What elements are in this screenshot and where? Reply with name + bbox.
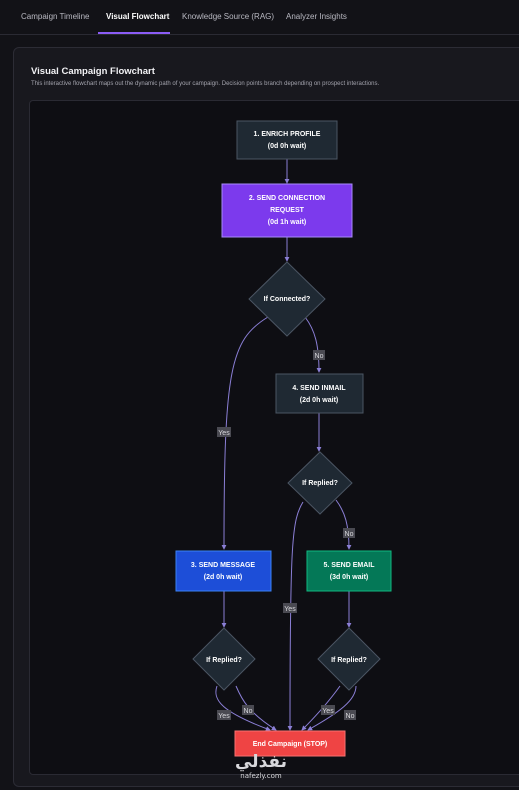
decision-if-replied-message-label: If Replied? <box>206 657 242 664</box>
watermark-logo: نفذلي nafezly.com <box>226 752 296 780</box>
node-end-campaign[interactable]: End Campaign (STOP) <box>234 730 346 757</box>
decision-if-replied-inmail[interactable]: If Replied? <box>287 451 353 515</box>
edge-label-email-no: No <box>344 710 356 720</box>
edge-label-message-yes: Yes <box>217 710 231 720</box>
node-send-connection-title-2: REQUEST <box>270 207 305 214</box>
node-send-connection-box <box>221 183 353 238</box>
edges <box>215 159 357 731</box>
node-end-campaign-box <box>234 730 346 757</box>
node-send-message-title: 3. SEND MESSAGE <box>191 562 256 569</box>
node-enrich-profile-title: 1. ENRICH PROFILE <box>254 131 321 138</box>
edge-label-email-yes-bg <box>321 705 335 715</box>
edge-label-message-no-bg <box>242 705 254 715</box>
edge-label-message-no-text: No <box>244 708 253 715</box>
node-send-message[interactable]: 3. SEND MESSAGE (2d 0h wait) <box>175 550 272 592</box>
edge-label-email-no-bg <box>344 710 356 720</box>
decision-if-replied-inmail-shape <box>287 451 353 515</box>
edge-label-email-no-text: No <box>346 713 355 720</box>
edge-label-inmail-no: No <box>343 528 355 538</box>
node-send-connection-title: 2. SEND CONNECTION <box>249 195 325 202</box>
edge-label-message-no: No <box>242 705 254 715</box>
decision-if-replied-email[interactable]: If Replied? <box>317 627 381 691</box>
node-send-email[interactable]: 5. SEND EMAIL (3d 0h wait) <box>306 550 392 592</box>
card-description: This interactive flowchart maps out the … <box>31 81 380 87</box>
node-end-campaign-label: End Campaign (STOP) <box>253 741 328 748</box>
decision-if-replied-message-shape <box>192 627 256 691</box>
edge-connected-no <box>304 316 322 373</box>
decision-if-connected[interactable]: If Connected? <box>248 261 326 337</box>
edge-label-connected-no-bg <box>313 350 325 360</box>
tab-analyzer-insights[interactable]: Analyzer Insights <box>286 12 347 21</box>
node-send-email-box <box>306 550 392 592</box>
node-send-email-title: 5. SEND EMAIL <box>324 562 376 569</box>
tab-bar: Campaign Timeline Visual Flowchart Knowl… <box>0 0 519 35</box>
edge-message-yes <box>215 685 271 731</box>
edge-label-inmail-yes-bg <box>283 603 297 613</box>
edge-label-connected-yes-bg <box>217 427 231 437</box>
edge-label-connected-yes-text: Yes <box>218 430 230 437</box>
decision-if-replied-inmail-label: If Replied? <box>302 480 338 487</box>
edge-label-inmail-no-text: No <box>345 531 354 538</box>
edge-label-message-yes-text: Yes <box>218 713 230 720</box>
decision-if-connected-shape <box>248 261 326 337</box>
decision-if-replied-message[interactable]: If Replied? <box>192 627 256 691</box>
decision-if-replied-email-shape <box>317 627 381 691</box>
watermark-url: nafezly.com <box>240 772 282 780</box>
card-title: Visual Campaign Flowchart <box>31 66 155 77</box>
tab-campaign-timeline[interactable]: Campaign Timeline <box>21 12 90 21</box>
node-send-connection[interactable]: 2. SEND CONNECTION REQUEST (0d 1h wait) <box>221 183 353 238</box>
edge-label-inmail-yes: Yes <box>283 603 297 613</box>
edge-email-no <box>307 685 357 731</box>
node-send-message-wait: (2d 0h wait) <box>204 574 243 581</box>
tab-visual-flowchart[interactable]: Visual Flowchart <box>106 12 170 21</box>
edge-label-email-yes-text: Yes <box>322 708 334 715</box>
node-send-inmail-wait: (2d 0h wait) <box>300 397 339 404</box>
node-enrich-profile-wait: (0d 0h wait) <box>268 143 307 150</box>
edge-label-connected-no: No <box>313 350 325 360</box>
edge-connected-yes <box>221 316 269 550</box>
edge-label-message-yes-bg <box>217 710 231 720</box>
node-send-email-wait: (3d 0h wait) <box>330 574 369 581</box>
edge-label-email-yes: Yes <box>321 705 335 715</box>
edge-label-inmail-no-bg <box>343 528 355 538</box>
node-send-inmail-box <box>275 373 364 414</box>
tab-knowledge-source[interactable]: Knowledge Source (RAG) <box>182 12 275 21</box>
watermark-arabic-text: نفذلي <box>234 752 288 772</box>
node-enrich-profile-box <box>236 120 338 160</box>
edge-inmail-no <box>335 499 352 550</box>
decision-if-replied-email-label: If Replied? <box>331 657 367 664</box>
active-tab-indicator <box>98 32 170 34</box>
node-send-inmail-title: 4. SEND INMAIL <box>292 385 346 392</box>
edge-label-connected-no-text: No <box>315 353 324 360</box>
decision-if-connected-label: If Connected? <box>264 296 311 303</box>
node-send-inmail[interactable]: 4. SEND INMAIL (2d 0h wait) <box>275 373 364 414</box>
node-send-message-box <box>175 550 272 592</box>
edge-inmail-yes <box>287 501 304 731</box>
edge-label-connected-yes: Yes <box>217 427 231 437</box>
edge-label-inmail-yes-text: Yes <box>284 606 296 613</box>
node-send-connection-wait: (0d 1h wait) <box>268 219 307 226</box>
node-enrich-profile[interactable]: 1. ENRICH PROFILE (0d 0h wait) <box>236 120 338 160</box>
